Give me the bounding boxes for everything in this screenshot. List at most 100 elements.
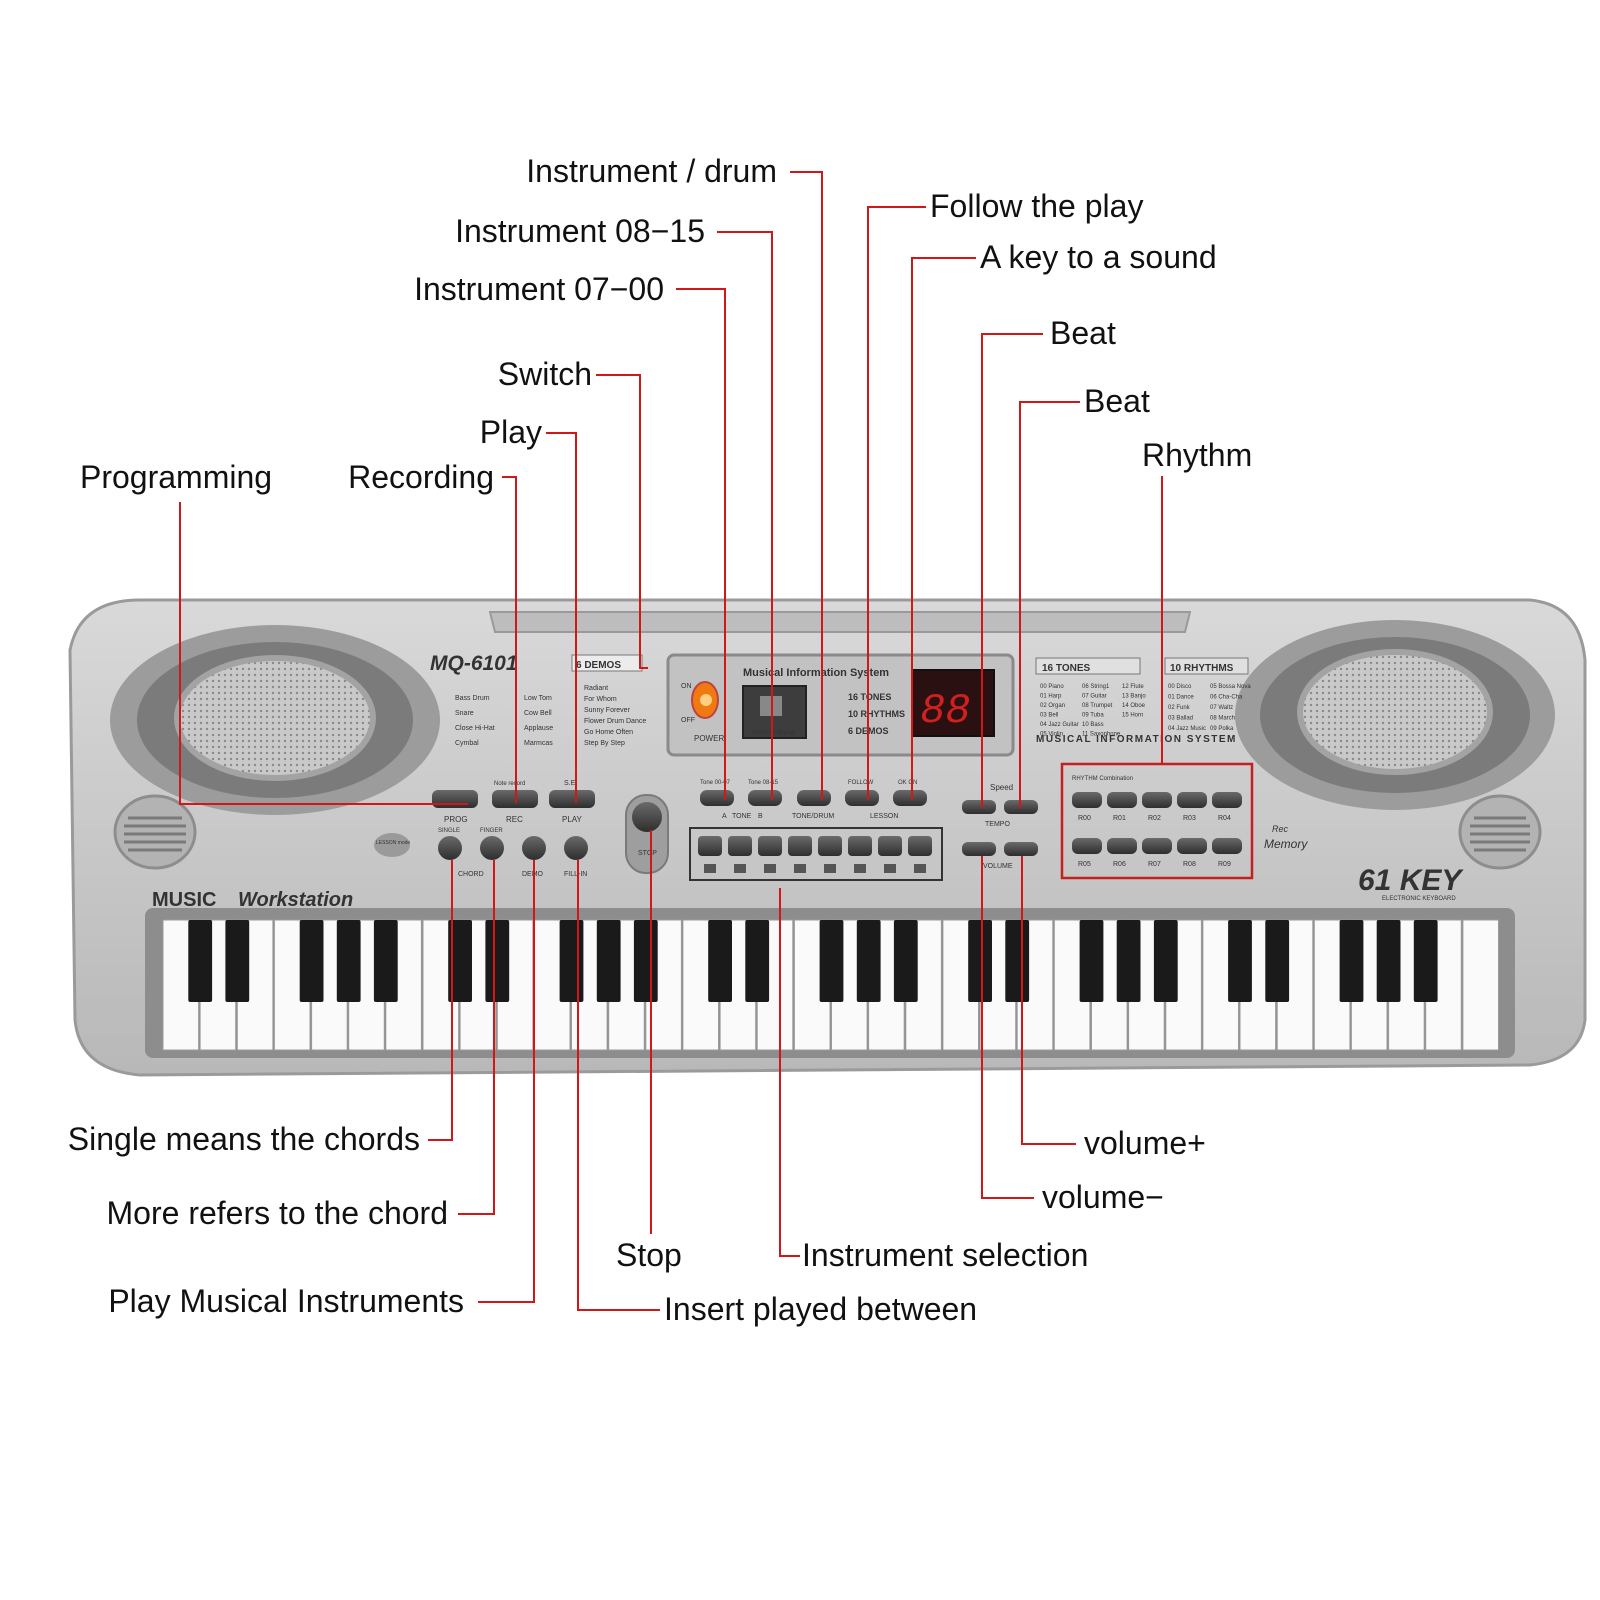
finger-button[interactable] bbox=[480, 836, 504, 860]
demo-item-5: Step By Step bbox=[584, 740, 625, 747]
follow-button[interactable] bbox=[845, 790, 879, 806]
rhythm-top-label-3: R03 bbox=[1183, 815, 1196, 822]
black-key-17[interactable] bbox=[819, 920, 844, 1002]
callout-rhythm: Rhythm bbox=[1142, 437, 1252, 473]
rhythm-bottom-button-4[interactable] bbox=[1212, 838, 1242, 854]
demo-button[interactable] bbox=[522, 836, 546, 860]
instrument-button-2[interactable] bbox=[758, 836, 782, 856]
tone-a-button[interactable] bbox=[700, 790, 734, 806]
black-key-4[interactable] bbox=[336, 920, 361, 1002]
drum-left-item-0: Bass Drum bbox=[455, 695, 490, 702]
tone-b-button[interactable] bbox=[748, 790, 782, 806]
tone-item-c-3: 15 Horn bbox=[1122, 713, 1143, 719]
instrument-button-0[interactable] bbox=[698, 836, 722, 856]
black-key-22[interactable] bbox=[1005, 920, 1030, 1002]
volume-plus-button[interactable] bbox=[1004, 842, 1038, 856]
black-key-32[interactable] bbox=[1376, 920, 1401, 1002]
black-key-26[interactable] bbox=[1153, 920, 1178, 1002]
rhythm-top-button-2[interactable] bbox=[1142, 792, 1172, 808]
black-key-28[interactable] bbox=[1228, 920, 1252, 1002]
black-key-1[interactable] bbox=[225, 920, 250, 1002]
black-key-18[interactable] bbox=[856, 920, 881, 1002]
black-key-7[interactable] bbox=[448, 920, 472, 1002]
rhythm-top-button-4[interactable] bbox=[1212, 792, 1242, 808]
demo-item-4: Go Home Often bbox=[584, 729, 633, 736]
black-key-0[interactable] bbox=[188, 920, 213, 1002]
single-button[interactable] bbox=[438, 836, 462, 860]
leader-follow-the-play bbox=[867, 206, 926, 800]
instrument-button-3[interactable] bbox=[788, 836, 812, 856]
tone-buttons: Tone 00-07 Tone 08-15 FOLLOW OK ON A TON… bbox=[700, 780, 927, 820]
volume-minus-button[interactable] bbox=[962, 842, 996, 856]
rhythm-combo-label: RHYTHM Combination bbox=[1072, 776, 1133, 782]
black-key-14[interactable] bbox=[708, 920, 732, 1002]
leader-beat-1 bbox=[981, 333, 1043, 808]
rhythm-top-button-0[interactable] bbox=[1072, 792, 1102, 808]
info-panel: Musical Information System ON OFF POWER … bbox=[666, 653, 1015, 757]
brand-bold: MUSIC bbox=[152, 889, 216, 911]
callout-instrument-selection: Instrument selection bbox=[802, 1237, 1088, 1273]
black-key-8[interactable] bbox=[485, 920, 510, 1002]
tone-a-label: A bbox=[722, 813, 727, 820]
play-label: PLAY bbox=[562, 815, 583, 824]
rhythm-bottom-button-0[interactable] bbox=[1072, 838, 1102, 854]
leader-instrument-drum bbox=[790, 171, 823, 800]
black-key-11[interactable] bbox=[596, 920, 621, 1002]
tones-title: 16 TONES bbox=[1042, 663, 1090, 674]
black-key-15[interactable] bbox=[745, 920, 770, 1002]
rhythm-top-button-1[interactable] bbox=[1107, 792, 1137, 808]
power-off-label: OFF bbox=[681, 717, 695, 724]
fill-in-button[interactable] bbox=[564, 836, 588, 860]
instrument-button-1[interactable] bbox=[728, 836, 752, 856]
black-key-5[interactable] bbox=[373, 920, 398, 1002]
black-key-19[interactable] bbox=[893, 920, 918, 1002]
speed-label: Speed bbox=[990, 783, 1013, 792]
drum-left-item-2: Close Hi-Hat bbox=[455, 725, 495, 732]
rhythm-bottom-button-1[interactable] bbox=[1107, 838, 1137, 854]
lesson-mode-label: LESSON mode bbox=[376, 840, 410, 846]
white-key-35[interactable] bbox=[1462, 919, 1500, 1051]
rhythm-item-2: 02 Funk bbox=[1168, 705, 1191, 711]
drum-right-item-1: Cow Bell bbox=[524, 710, 552, 717]
black-key-12[interactable] bbox=[633, 920, 658, 1002]
okon-button[interactable] bbox=[893, 790, 927, 806]
prog-button[interactable] bbox=[432, 790, 478, 808]
rhythm-top-button-3[interactable] bbox=[1177, 792, 1207, 808]
finger-label: FINGER bbox=[480, 828, 503, 834]
tone-item-b-0: 06 String1 bbox=[1082, 684, 1110, 690]
tone-drum-button[interactable] bbox=[797, 790, 831, 806]
rhythm-bottom-button-3[interactable] bbox=[1177, 838, 1207, 854]
stop-button[interactable] bbox=[632, 802, 662, 832]
leader-programming bbox=[179, 502, 468, 805]
black-key-21[interactable] bbox=[968, 920, 992, 1002]
tone-drum-label: TONE/DRUM bbox=[792, 813, 834, 820]
power-on-label: ON bbox=[681, 683, 692, 690]
black-key-33[interactable] bbox=[1413, 920, 1438, 1002]
instrument-button-7[interactable] bbox=[908, 836, 932, 856]
rhythm-bottom-button-2[interactable] bbox=[1142, 838, 1172, 854]
instrument-button-4[interactable] bbox=[818, 836, 842, 856]
follow-label: FOLLOW bbox=[848, 780, 874, 786]
black-key-3[interactable] bbox=[299, 920, 324, 1002]
drum-left-item-3: Cymbal bbox=[455, 740, 479, 747]
rhythms-title: 10 RHYTHMS bbox=[1170, 663, 1234, 674]
instrument-button-5[interactable] bbox=[848, 836, 872, 856]
black-key-24[interactable] bbox=[1079, 920, 1104, 1002]
black-key-10[interactable] bbox=[559, 920, 584, 1002]
rhythm-item-b-4: 09 Polka bbox=[1210, 726, 1234, 732]
black-key-29[interactable] bbox=[1265, 920, 1290, 1002]
tempo-minus-button[interactable] bbox=[962, 800, 996, 814]
callout-switch: Switch bbox=[498, 356, 592, 392]
rec-label: REC bbox=[506, 815, 523, 824]
instrument-button-6[interactable] bbox=[878, 836, 902, 856]
left-buttons: PROG REC PLAY Note record S.E SINGLE FIN… bbox=[374, 780, 595, 878]
black-key-31[interactable] bbox=[1339, 920, 1364, 1002]
black-key-25[interactable] bbox=[1116, 920, 1141, 1002]
callout-single-chords: Single means the chords bbox=[68, 1121, 420, 1157]
rhythm-item-b-2: 07 Waltz bbox=[1210, 705, 1233, 711]
play-button[interactable] bbox=[549, 790, 595, 808]
tone-item-0: 00 Piano bbox=[1040, 684, 1064, 690]
